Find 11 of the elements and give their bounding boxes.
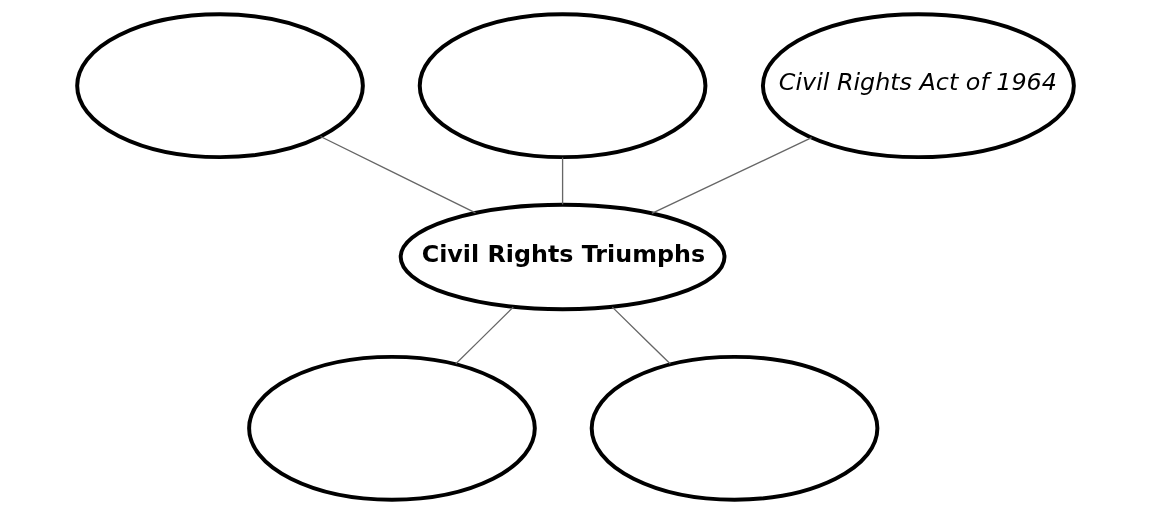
connector (611, 305, 671, 364)
node-ellipse (417, 11, 708, 159)
node-ellipse: Civil Rights Triumphs (398, 202, 727, 311)
node-ellipse: Civil Rights Act of 1964 (760, 11, 1076, 159)
connector (319, 135, 477, 213)
connector (651, 136, 813, 214)
node-ellipse (75, 11, 365, 159)
connector (455, 305, 514, 364)
node-ellipse (247, 354, 537, 502)
connector (561, 156, 564, 205)
node-ellipse (589, 354, 880, 502)
